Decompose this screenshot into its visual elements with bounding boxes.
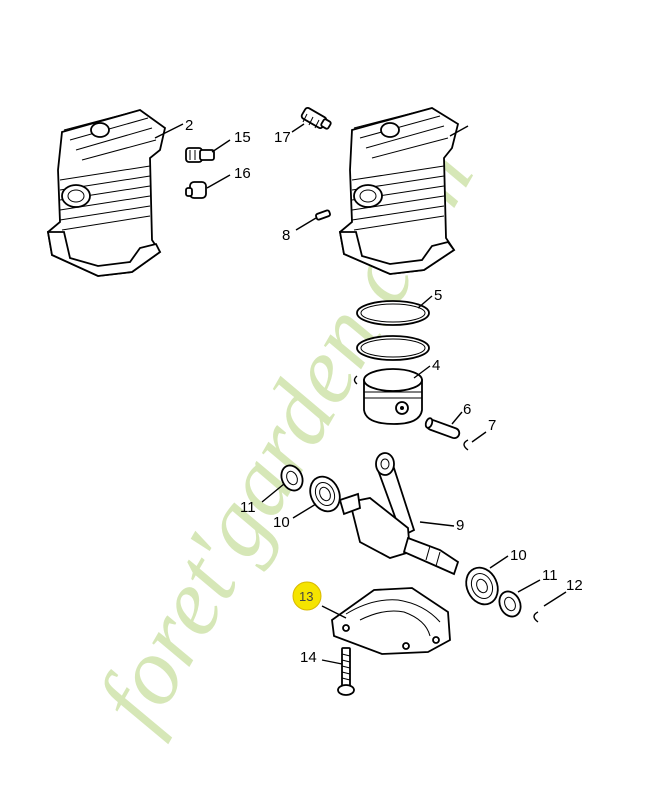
callout-8: 8 [282, 227, 290, 244]
piston-rings[interactable] [356, 300, 430, 361]
snap-ring-right[interactable] [533, 611, 539, 623]
oil-seal-right[interactable] [495, 588, 524, 620]
oil-pan[interactable] [331, 587, 451, 655]
crankshaft[interactable] [338, 452, 460, 576]
leader-cyl-right [449, 125, 469, 137]
leader-2 [154, 123, 184, 139]
leader-5 [417, 295, 433, 309]
oil-seal-left[interactable] [277, 462, 306, 494]
callout-11a: 11 [240, 499, 256, 516]
leader-15 [211, 139, 231, 153]
callout-12: 12 [566, 577, 583, 594]
callout-17: 17 [274, 129, 291, 146]
callout-6: 6 [463, 401, 471, 418]
bearing-right[interactable] [460, 562, 503, 609]
plug[interactable] [185, 181, 207, 199]
bearing-left[interactable] [305, 472, 346, 516]
leader-10a [292, 503, 317, 519]
callout-10b: 10 [510, 547, 527, 564]
highlight-13[interactable]: 13 [292, 581, 322, 611]
callout-5: 5 [434, 287, 442, 304]
cylinder-left[interactable] [46, 109, 167, 277]
callout-11b: 11 [542, 567, 558, 584]
leader-13 [321, 605, 347, 619]
leader-8 [295, 217, 317, 231]
leader-16 [206, 174, 231, 189]
leader-6 [451, 411, 463, 425]
snap-ring[interactable] [463, 439, 469, 451]
callout-13: 13 [299, 589, 313, 604]
leader-4 [413, 365, 431, 379]
callout-15: 15 [234, 129, 251, 146]
callout-9: 9 [456, 517, 464, 534]
callout-14: 14 [300, 649, 317, 666]
leader-14 [321, 659, 343, 665]
nipple[interactable] [315, 209, 331, 221]
leader-12 [543, 591, 567, 607]
leader-10b [489, 555, 509, 569]
cylinder-right[interactable] [338, 107, 460, 275]
piston-pin[interactable] [424, 417, 461, 440]
leader-17 [291, 123, 305, 133]
leader-9 [419, 521, 455, 527]
callout-2: 2 [185, 117, 193, 134]
leader-11a [261, 483, 285, 503]
callout-4: 4 [432, 357, 440, 374]
screw[interactable] [337, 647, 355, 696]
callout-10a: 10 [273, 514, 290, 531]
valve[interactable] [300, 107, 332, 130]
leader-7 [471, 431, 487, 443]
leader-11b [517, 579, 541, 593]
decompression-valve[interactable] [185, 147, 215, 163]
piston[interactable] [353, 368, 423, 425]
callout-16: 16 [234, 165, 251, 182]
callout-7: 7 [488, 417, 496, 434]
